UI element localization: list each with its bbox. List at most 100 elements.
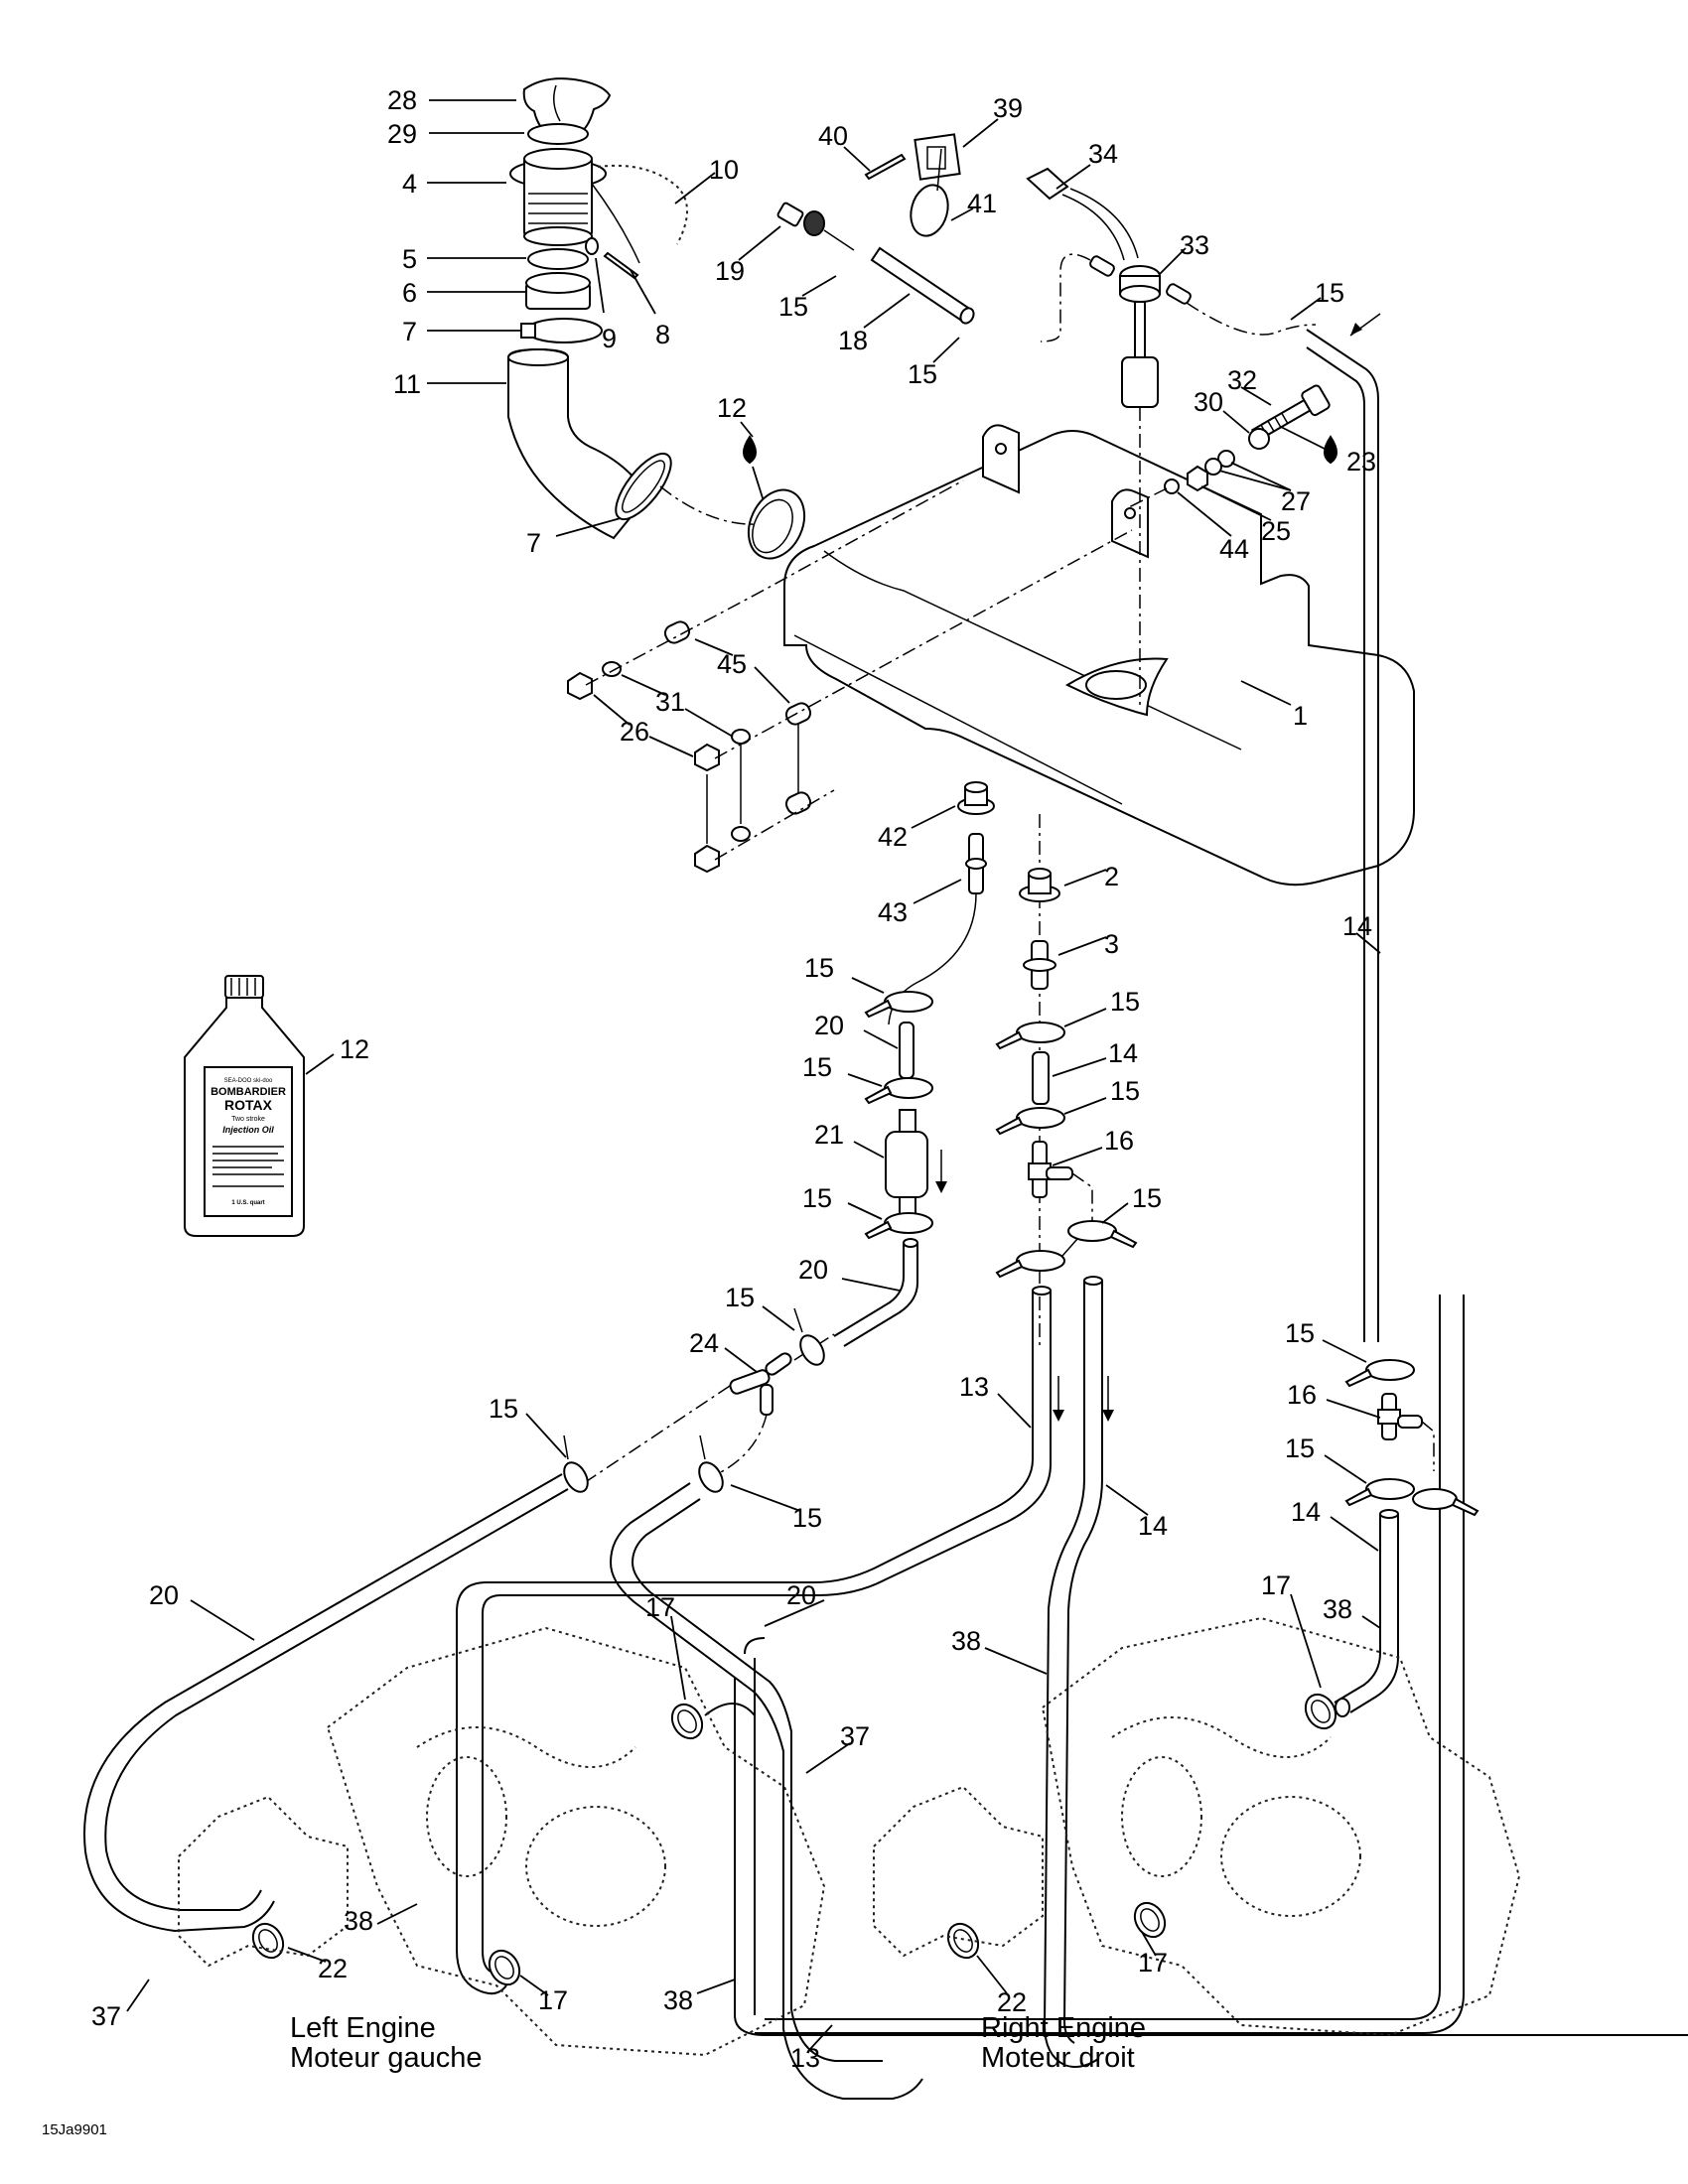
callout-29: 29 xyxy=(387,119,417,149)
clip-15-far-right-b xyxy=(1344,1478,1415,1507)
callout-15: 15 xyxy=(804,953,834,983)
callout-39: 39 xyxy=(993,93,1023,123)
oil-bottle-12: SEA-DOO ski-doo BOMBARDIER ROTAX Two str… xyxy=(184,975,305,1237)
callout-19: 19 xyxy=(715,256,745,286)
cable-tie xyxy=(910,184,949,237)
hose-14-center xyxy=(1043,1276,1103,2068)
callout-17: 17 xyxy=(1138,1948,1168,1978)
tee-fitting-16-right xyxy=(1377,1393,1423,1440)
left-engine-outline xyxy=(178,1626,826,2057)
callout-8: 8 xyxy=(655,320,670,349)
callout-20: 20 xyxy=(814,1011,844,1040)
bottle-brand: BOMBARDIER xyxy=(211,1086,286,1098)
bottle-volume: 1 U.S. quart xyxy=(231,1200,264,1206)
callout-23: 23 xyxy=(1346,447,1376,477)
callout-4: 4 xyxy=(402,169,417,199)
callouts: 28 29 4 5 6 7 11 10 9 8 7 12 40 39 41 34… xyxy=(91,85,1376,2073)
callout-12: 12 xyxy=(717,393,747,423)
callout-11: 11 xyxy=(393,369,421,399)
callout-21: 21 xyxy=(814,1120,844,1150)
callout-41: 41 xyxy=(967,189,997,218)
callout-37: 37 xyxy=(840,1721,870,1751)
left-engine-label: Left Engine xyxy=(290,2012,436,2044)
filler-neck xyxy=(509,148,607,246)
callout-38: 38 xyxy=(344,1906,373,1936)
bottle-product: ROTAX xyxy=(224,1097,273,1113)
filler-inlet xyxy=(747,488,806,560)
fitting-43 xyxy=(965,833,987,894)
filler-hose xyxy=(507,347,649,540)
hose-20-bend xyxy=(833,1243,918,1347)
hose-13-lower xyxy=(734,1295,1688,2036)
callout-45: 45 xyxy=(717,649,747,679)
callout-7: 7 xyxy=(526,528,541,558)
clamp-17-right-lower xyxy=(1133,1901,1167,1939)
callout-15: 15 xyxy=(1315,278,1344,308)
clip-15-far-right-a xyxy=(1344,1359,1415,1388)
level-sensor xyxy=(1026,167,1317,705)
callout-13: 13 xyxy=(959,1372,989,1402)
clip-15-right-c xyxy=(1067,1220,1138,1249)
callout-28: 28 xyxy=(387,85,417,115)
callout-44: 44 xyxy=(1219,534,1249,564)
right-engine-label-fr: Moteur droit xyxy=(981,2042,1135,2074)
callout-15: 15 xyxy=(792,1503,822,1533)
flow-arrow xyxy=(1102,1410,1114,1422)
document-id: 15Ja9901 xyxy=(42,2121,107,2138)
clamp-22-right xyxy=(946,1922,980,1960)
callout-16: 16 xyxy=(1287,1380,1317,1410)
vent-valve xyxy=(776,202,855,251)
callout-15: 15 xyxy=(725,1283,755,1312)
tie-mount xyxy=(914,133,961,181)
callout-14: 14 xyxy=(1108,1038,1138,1068)
callout-15: 15 xyxy=(1110,1076,1140,1106)
callout-40: 40 xyxy=(818,121,848,151)
callout-5: 5 xyxy=(402,244,417,274)
callout-38: 38 xyxy=(951,1626,981,1656)
filler-cap xyxy=(522,77,612,138)
hose-14-vertical xyxy=(1306,313,1381,1342)
callout-38: 38 xyxy=(663,1985,693,2015)
callout-38: 38 xyxy=(1323,1594,1352,1624)
clamp-17-right-upper xyxy=(1304,1693,1337,1730)
clip-15-right-a xyxy=(995,1022,1065,1050)
bottle-subline: Two stroke xyxy=(231,1116,265,1123)
hose-20-mid xyxy=(609,1482,923,2100)
washer xyxy=(585,237,599,255)
clip-15-y-left xyxy=(563,1434,589,1493)
tee-fitting-16 xyxy=(1028,1141,1073,1198)
tether-chain xyxy=(591,164,688,264)
callout-10: 10 xyxy=(709,155,739,185)
mounting-hardware-right xyxy=(1126,384,1337,509)
callout-32: 32 xyxy=(1227,365,1257,395)
outlet-grommet-42 xyxy=(957,781,995,815)
callout-1: 1 xyxy=(1293,701,1308,731)
oil-tank xyxy=(783,424,1415,887)
clamp-17-left-lower xyxy=(488,1949,521,1986)
callout-9: 9 xyxy=(602,324,617,353)
grommet-2 xyxy=(1019,868,1060,902)
callout-31: 31 xyxy=(655,687,685,717)
hose-20-left xyxy=(83,1473,569,1933)
callout-33: 33 xyxy=(1180,230,1209,260)
leader-lines xyxy=(126,99,1381,2050)
clip-15-far-right-c xyxy=(1412,1488,1479,1517)
callout-15: 15 xyxy=(1110,987,1140,1017)
callout-17: 17 xyxy=(1261,1570,1291,1600)
callout-15: 15 xyxy=(1285,1433,1315,1463)
clip-15-line-c xyxy=(864,1212,933,1240)
cap-gasket xyxy=(527,123,589,145)
y-fitting-24 xyxy=(729,1352,792,1416)
callout-15: 15 xyxy=(778,292,808,322)
callout-18: 18 xyxy=(838,326,868,355)
hose-14-short xyxy=(1032,1051,1050,1105)
clip-15-line-b xyxy=(864,1077,933,1105)
hose-20-short xyxy=(899,1022,914,1079)
right-engine-label: Right Engine xyxy=(981,2012,1146,2044)
bottle-description: Injection Oil xyxy=(222,1125,274,1135)
callout-20: 20 xyxy=(798,1255,828,1285)
clip-15-right-d xyxy=(995,1250,1065,1279)
callout-2: 2 xyxy=(1104,862,1119,891)
clip-15-line-a xyxy=(864,991,933,1019)
